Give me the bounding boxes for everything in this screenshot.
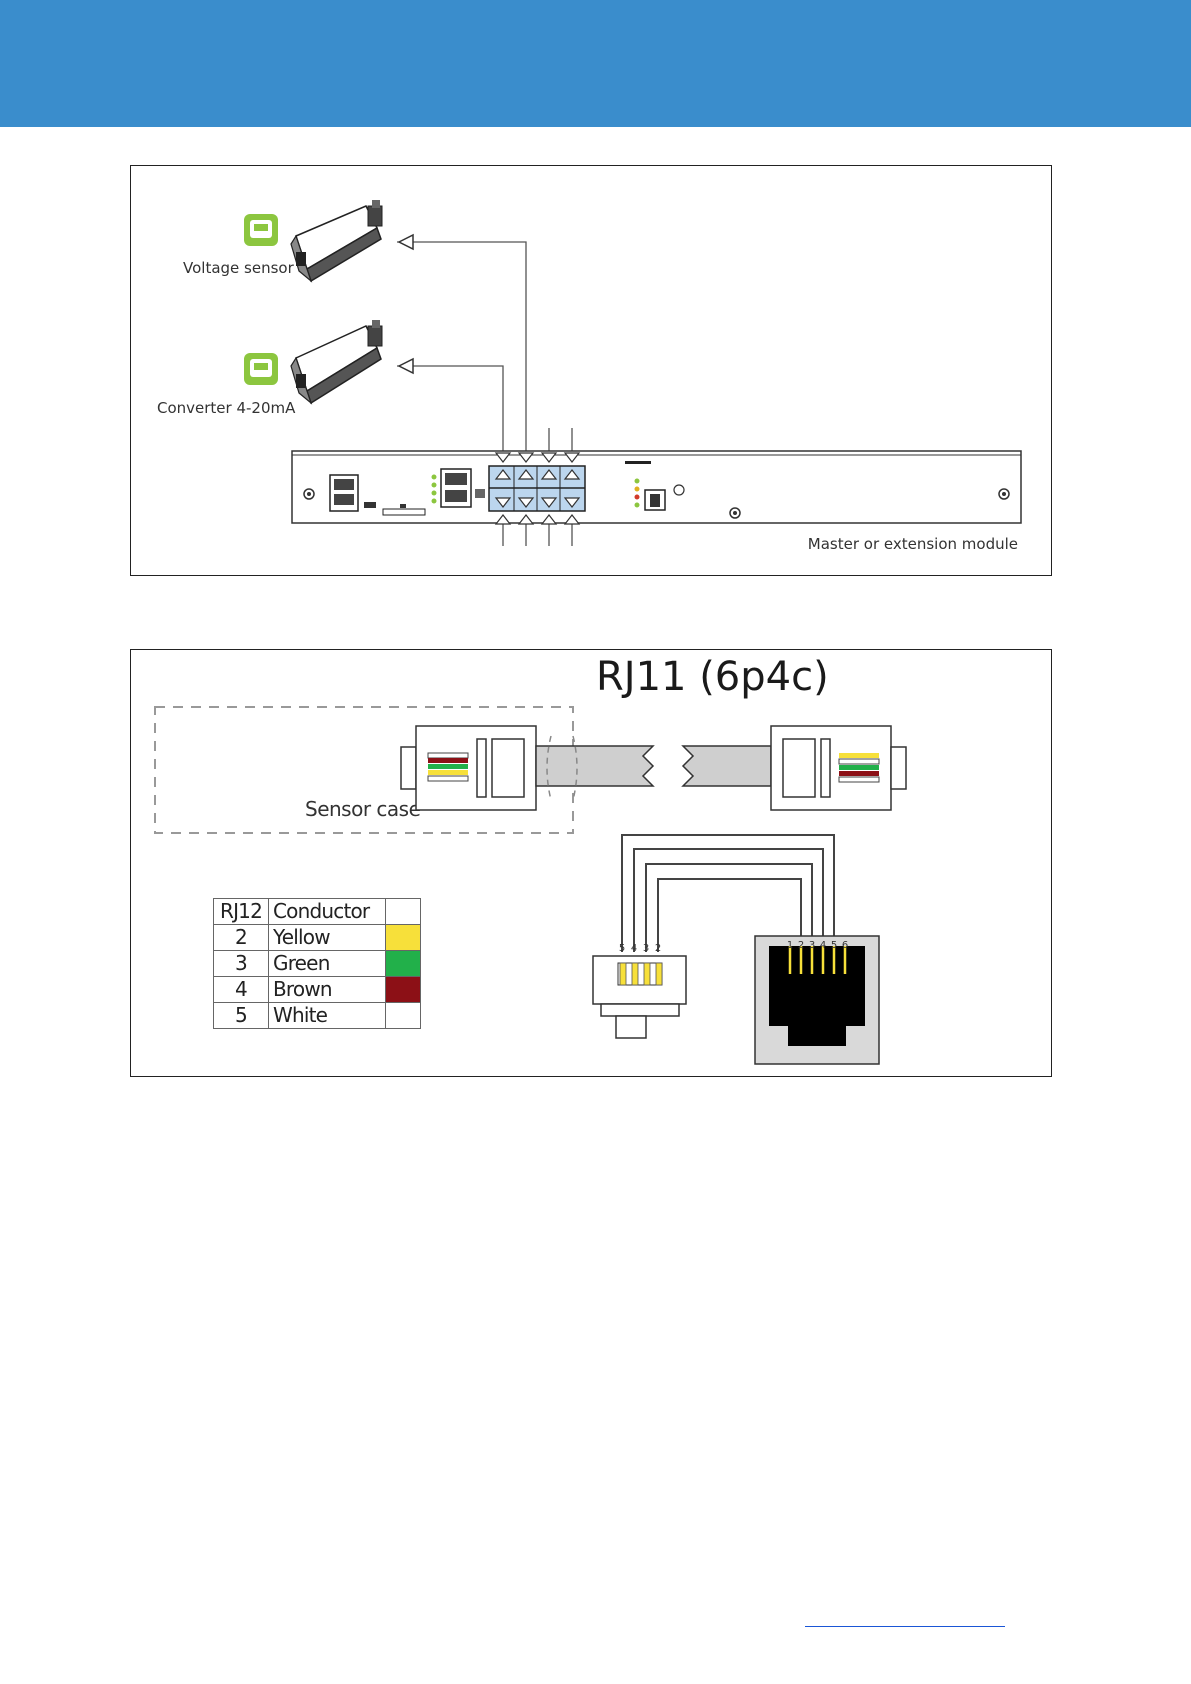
conductor-cell: Brown [269, 977, 386, 1003]
rj11-wiring-diagram: RJ11 (6p4c) Sensor case [130, 649, 1052, 1077]
jack-pin-label: 1 [787, 940, 793, 951]
arrow-icon [399, 235, 413, 249]
jack-pin-label: 6 [842, 940, 848, 951]
plug-pin-label: 3 [643, 943, 649, 954]
conductor-cell: Yellow [269, 925, 386, 951]
converter-label: Converter 4-20mA [157, 399, 296, 417]
color-swatch [386, 1003, 421, 1029]
rj11-plug-icon [593, 956, 686, 1038]
header-band [0, 0, 1191, 127]
jack-pin-label: 2 [798, 940, 804, 951]
plug-pin-label: 2 [655, 943, 661, 954]
rj11-jack-icon [755, 936, 879, 1064]
footer-link[interactable] [805, 1606, 1005, 1627]
table-row: 2 Yellow [214, 925, 421, 951]
conductor-cell: White [269, 1003, 386, 1029]
color-swatch [386, 951, 421, 977]
color-swatch [386, 925, 421, 951]
table-header: Conductor [269, 899, 386, 925]
pin-cell: 4 [214, 977, 269, 1003]
wiring-lines [622, 835, 834, 952]
pin-cell: 3 [214, 951, 269, 977]
color-swatch [386, 977, 421, 1003]
jack-pin-label: 3 [809, 940, 815, 951]
module-chassis [292, 451, 1021, 523]
arrow-icon [399, 359, 413, 373]
jack-pin-label: 5 [831, 940, 837, 951]
pin-cell: 2 [214, 925, 269, 951]
voltage-sensor-label: Voltage sensor [183, 259, 295, 277]
plug-pin-label: 4 [631, 943, 637, 954]
sensor-case-label: Sensor case [305, 797, 421, 821]
cable [536, 736, 771, 800]
voltage-sensor-device-icon [291, 200, 382, 281]
conductor-table: RJ12 Conductor 2 Yellow 3 Green 4 Brown … [213, 898, 421, 1029]
left-plug-icon [401, 726, 536, 810]
sensor-connection-diagram: Voltage sensor Converter 4-20mA [130, 165, 1052, 576]
table-row: 3 Green [214, 951, 421, 977]
module-label: Master or extension module [808, 535, 1018, 553]
table-header [386, 899, 421, 925]
conductor-cell: Green [269, 951, 386, 977]
jack-pin-label: 4 [820, 940, 826, 951]
sensor-connection-svg: Voltage sensor Converter 4-20mA [131, 166, 1051, 575]
table-row: 4 Brown [214, 977, 421, 1003]
table-row: 5 White [214, 1003, 421, 1029]
pin-cell: 5 [214, 1003, 269, 1029]
sensor-badge-icon [244, 214, 278, 246]
table-header: RJ12 [214, 899, 269, 925]
diagram-title: RJ11 (6p4c) [596, 654, 829, 700]
right-plug-icon [771, 726, 906, 810]
converter-device-icon [291, 320, 382, 403]
plug-pin-label: 5 [619, 943, 625, 954]
table-header-row: RJ12 Conductor [214, 899, 421, 925]
sensor-badge-icon [244, 353, 278, 385]
